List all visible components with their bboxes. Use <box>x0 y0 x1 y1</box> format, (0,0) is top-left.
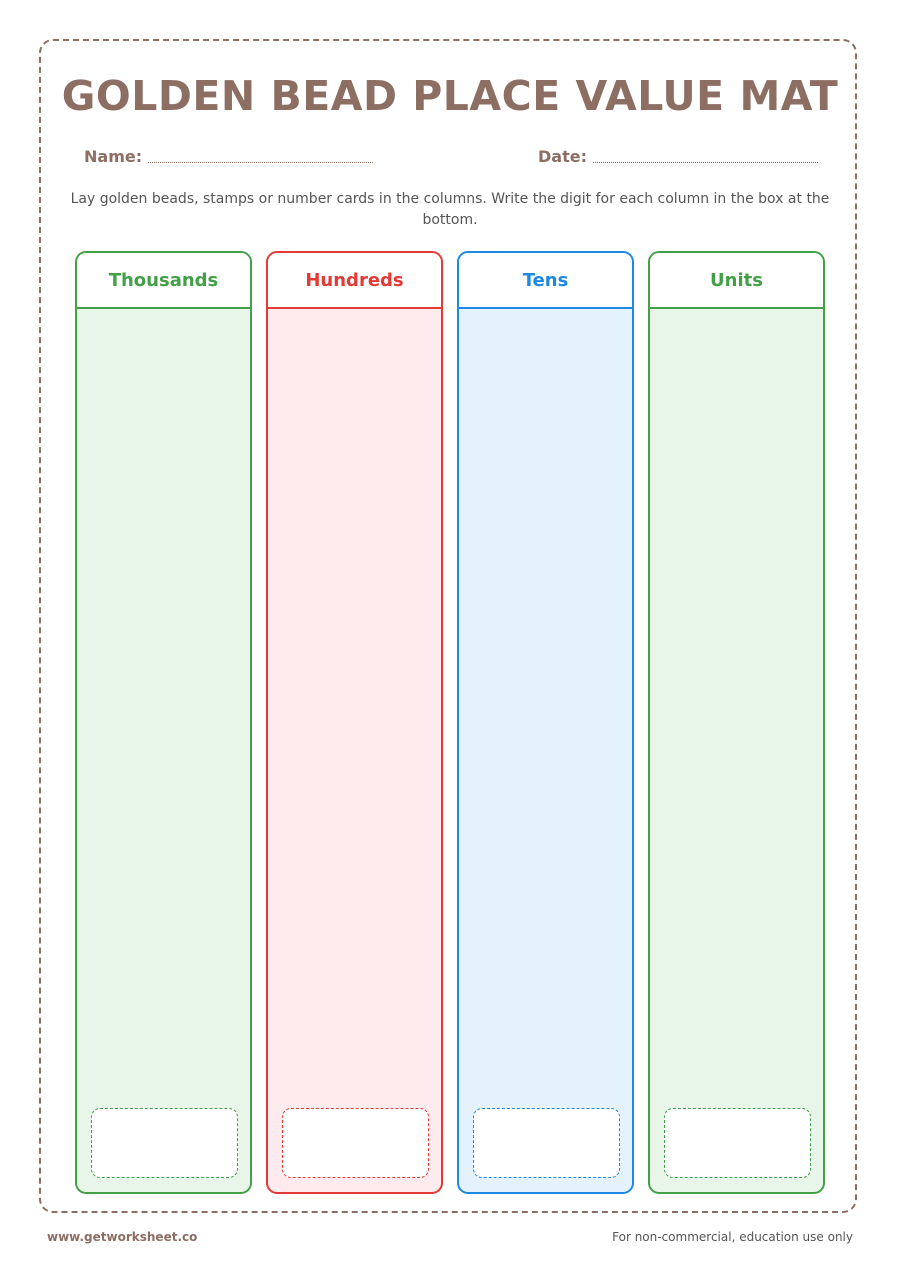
column-hundreds: Hundreds <box>266 251 443 1194</box>
date-write-line <box>592 162 818 163</box>
date-field: Date: <box>538 146 818 166</box>
page-title: GOLDEN BEAD PLACE VALUE MAT <box>61 72 839 120</box>
digit-box-units <box>664 1108 811 1178</box>
column-header-hundreds: Hundreds <box>268 253 441 309</box>
column-header-units: Units <box>650 253 823 309</box>
column-thousands: Thousands <box>75 251 252 1194</box>
digit-box-thousands <box>91 1108 238 1178</box>
column-tens: Tens <box>457 251 634 1194</box>
digit-box-hundreds <box>282 1108 429 1178</box>
footer-notice: For non-commercial, education use only <box>612 1230 853 1244</box>
name-label: Name: <box>84 147 143 166</box>
footer-website: www.getworksheet.co <box>47 1230 198 1244</box>
column-header-thousands: Thousands <box>77 253 250 309</box>
instructions-text: Lay golden beads, stamps or number cards… <box>70 191 830 228</box>
name-write-line <box>148 162 374 163</box>
worksheet-border <box>39 39 857 1213</box>
column-units: Units <box>648 251 825 1194</box>
column-header-tens: Tens <box>459 253 632 309</box>
digit-box-tens <box>473 1108 620 1178</box>
name-field: Name: <box>84 146 374 166</box>
date-label: Date: <box>538 147 587 166</box>
